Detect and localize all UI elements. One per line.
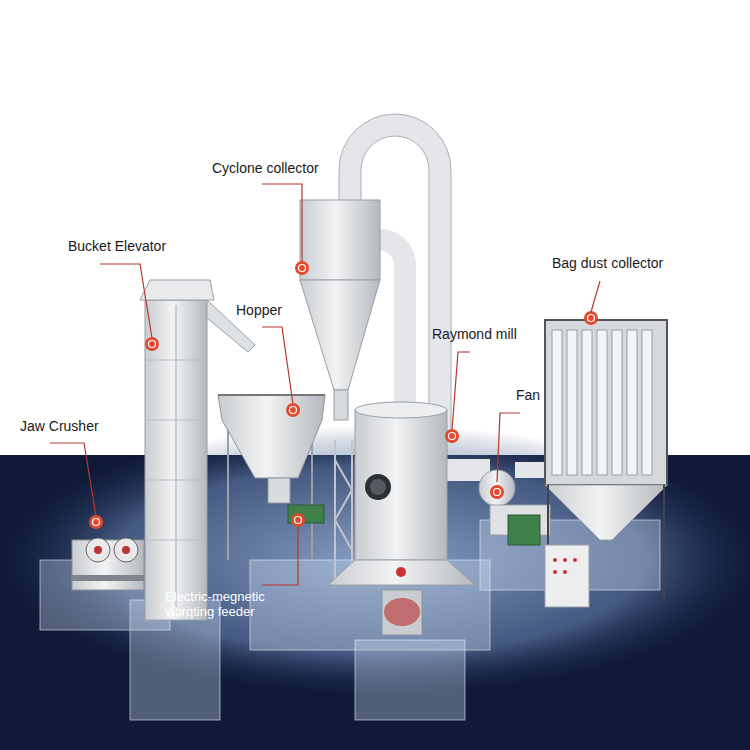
part-label: Cyclone collector	[212, 160, 319, 177]
part-label: Bucket Elevator	[68, 238, 166, 255]
jaw-crusher	[72, 538, 144, 590]
part-label: Fan	[516, 387, 540, 404]
fan	[479, 470, 550, 545]
bag-dust-collector	[545, 320, 667, 607]
part-label: Jaw Crusher	[20, 418, 99, 435]
part-label: Hopper	[236, 302, 282, 319]
part-label: Bag dust collector	[552, 255, 663, 272]
cyclone-collector	[300, 200, 380, 420]
part-label: Raymond mill	[432, 326, 517, 343]
leader-lines	[50, 184, 600, 585]
callout-markers	[89, 261, 598, 529]
part-label: Electric-megnetic vibrqting feeder	[165, 589, 295, 619]
hopper	[218, 395, 325, 560]
raymond-mill	[328, 402, 475, 635]
bucket-elevator	[140, 280, 255, 620]
